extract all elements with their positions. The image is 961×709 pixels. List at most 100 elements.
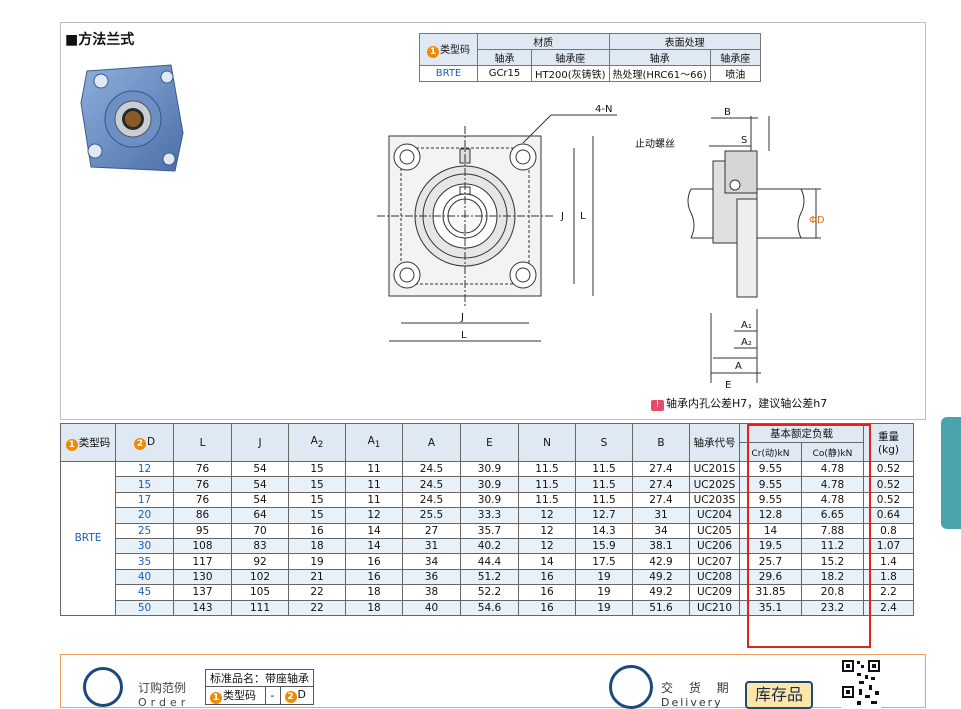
th-b: B [632,423,690,462]
cell-a1: 11 [345,476,403,493]
cart-icon [83,667,123,707]
cell-l: 108 [173,537,232,555]
sub-header: 轴承 [608,49,711,66]
cell-l: 143 [173,599,232,616]
cell-d[interactable]: 35 [115,553,174,570]
cell-d[interactable]: 30 [115,537,174,555]
cell-d[interactable]: 17 [115,491,174,509]
bearing-surface: 热处理(HRC61～66) [608,65,711,82]
cell-j: 64 [231,507,289,524]
cell-a: 40 [402,599,461,616]
cell-l: 76 [173,491,232,509]
cell-j: 54 [231,491,289,509]
cell-s: 19 [575,584,633,601]
th-a2: A2 [288,423,346,462]
cell-d[interactable]: 20 [115,507,174,524]
side-tab[interactable] [941,417,961,529]
cell-a2: 15 [288,476,346,493]
cell-e: 40.2 [460,537,519,555]
cell-code: UC209 [689,584,740,601]
cell-d[interactable]: 40 [115,568,174,586]
cell-l: 76 [173,476,232,493]
cell-e: 33.3 [460,507,519,524]
stock-badge[interactable]: 库存品 [745,681,813,709]
cell-cr: 9.55 [739,491,802,509]
cell-d[interactable]: 45 [115,584,174,601]
th-a1: A1 [345,423,403,462]
cell-code: UC205 [689,522,740,539]
cell-a2: 18 [288,537,346,555]
cell-w: 0.8 [863,522,914,539]
label-stop-screw: 止动螺丝 [635,138,675,150]
type-code-value: BRTE [419,65,478,82]
cell-a1: 16 [345,568,403,586]
th-cr: Cr(动)kN [739,442,802,462]
th-e: E [460,423,519,462]
surface-header: 表面处理 [608,33,761,50]
label-j-horiz: J [460,312,464,323]
cell-b: 42.9 [632,553,690,570]
cell-j: 102 [231,568,289,586]
cell-n: 14 [518,553,576,570]
th-l: L [173,423,232,462]
cell-w: 2.4 [863,599,914,616]
cell-code: UC202S [689,476,740,493]
cell-cr: 9.55 [739,476,802,493]
label-j-vert: J [560,211,564,222]
cell-l: 76 [173,460,232,478]
sub-header: 轴承座 [531,49,610,66]
cell-n: 11.5 [518,491,576,509]
delivery-icon [609,665,653,709]
cell-a2: 22 [288,584,346,601]
cell-e: 30.9 [460,491,519,509]
cell-a2: 16 [288,522,346,539]
cell-a: 24.5 [402,491,461,509]
cell-b: 49.2 [632,568,690,586]
cell-b: 27.4 [632,476,690,493]
cell-n: 12 [518,537,576,555]
cell-j: 54 [231,476,289,493]
cell-d[interactable]: 25 [115,522,174,539]
cell-a2: 15 [288,507,346,524]
cell-s: 11.5 [575,476,633,493]
cell-d[interactable]: 50 [115,599,174,616]
th-bearing-code: 轴承代号 [689,423,740,462]
tolerance-note: !轴承内孔公差H7，建议轴公差h7 [651,395,827,411]
cell-s: 17.5 [575,553,633,570]
th-a: A [402,423,461,462]
qr-code-icon [841,659,881,709]
delivery-label-en: Delivery [661,696,723,709]
cell-code: UC203S [689,491,740,509]
cell-a2: 22 [288,599,346,616]
cell-s: 11.5 [575,491,633,509]
cell-n: 16 [518,568,576,586]
cell-a1: 16 [345,553,403,570]
cell-a: 31 [402,537,461,555]
cell-a1: 11 [345,460,403,478]
cell-d[interactable]: 12 [115,460,174,478]
cell-co: 4.78 [801,460,864,478]
cell-b: 27.4 [632,491,690,509]
cell-a1: 12 [345,507,403,524]
cell-e: 44.4 [460,553,519,570]
label-b: B [724,107,731,118]
order-label: 订购范例 [138,681,187,695]
th-n: N [518,423,576,462]
cell-b: 31 [632,507,690,524]
label-l-horiz: L [461,330,467,341]
cell-d[interactable]: 15 [115,476,174,493]
cell-co: 4.78 [801,491,864,509]
cell-j: 111 [231,599,289,616]
cell-s: 15.9 [575,537,633,555]
cell-w: 2.2 [863,584,914,601]
